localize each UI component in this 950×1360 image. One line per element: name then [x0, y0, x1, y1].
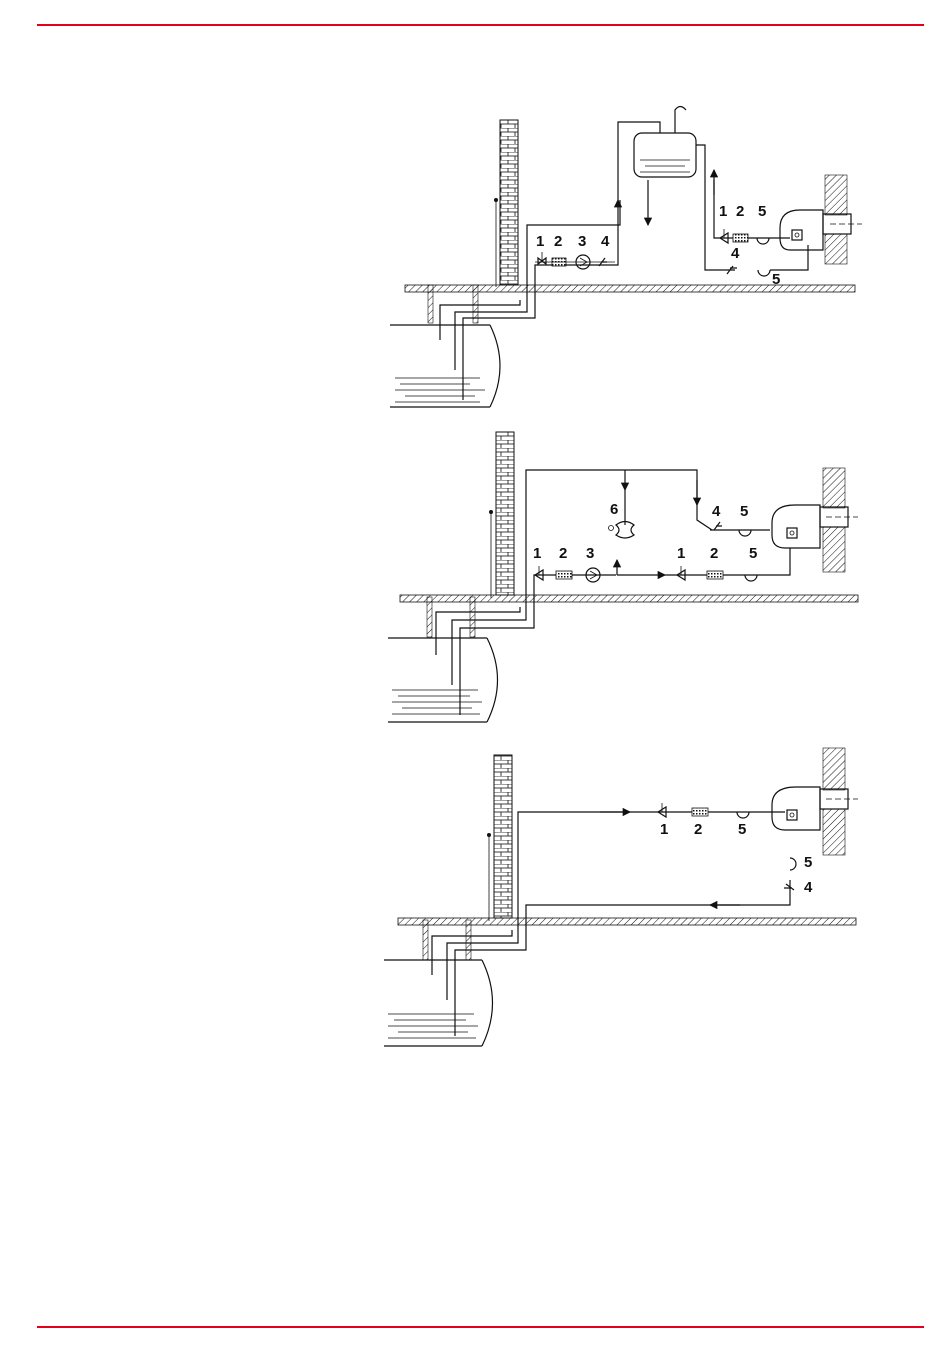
label-2: 2 [559, 545, 567, 562]
label-4: 4 [712, 503, 721, 520]
label-3: 3 [586, 545, 594, 562]
label-2: 2 [710, 545, 718, 562]
label-3: 3 [578, 233, 586, 250]
floor-slab [405, 285, 855, 292]
label-2: 2 [736, 203, 744, 220]
label-1: 1 [719, 203, 727, 220]
label-4: 4 [804, 879, 813, 896]
diagram-2: 6 1 2 3 4 5 1 2 5 [388, 432, 858, 722]
diagram-1: 1 2 3 4 1 2 5 4 5 [390, 107, 862, 408]
storage-tank [388, 638, 498, 722]
label-2: 2 [694, 821, 702, 838]
label-5: 5 [804, 854, 812, 871]
label-1: 1 [660, 821, 668, 838]
label-6: 6 [610, 501, 618, 518]
brick-wall [500, 120, 518, 285]
burner [780, 210, 862, 250]
storage-tank [390, 325, 500, 407]
supply-components [535, 252, 615, 269]
label-5: 5 [740, 503, 748, 520]
label-1: 1 [677, 545, 685, 562]
storage-tank [384, 960, 493, 1046]
label-1: 1 [533, 545, 541, 562]
label-4: 4 [601, 233, 610, 250]
day-tank [634, 107, 696, 178]
label-5: 5 [772, 271, 780, 288]
label-2: 2 [554, 233, 562, 250]
label-1: 1 [536, 233, 544, 250]
label-5: 5 [758, 203, 766, 220]
label-4: 4 [731, 245, 740, 262]
label-5: 5 [738, 821, 746, 838]
diagram-3: 1 2 5 5 4 [384, 748, 858, 1046]
pressure-gauge [609, 522, 635, 539]
label-5: 5 [749, 545, 757, 562]
